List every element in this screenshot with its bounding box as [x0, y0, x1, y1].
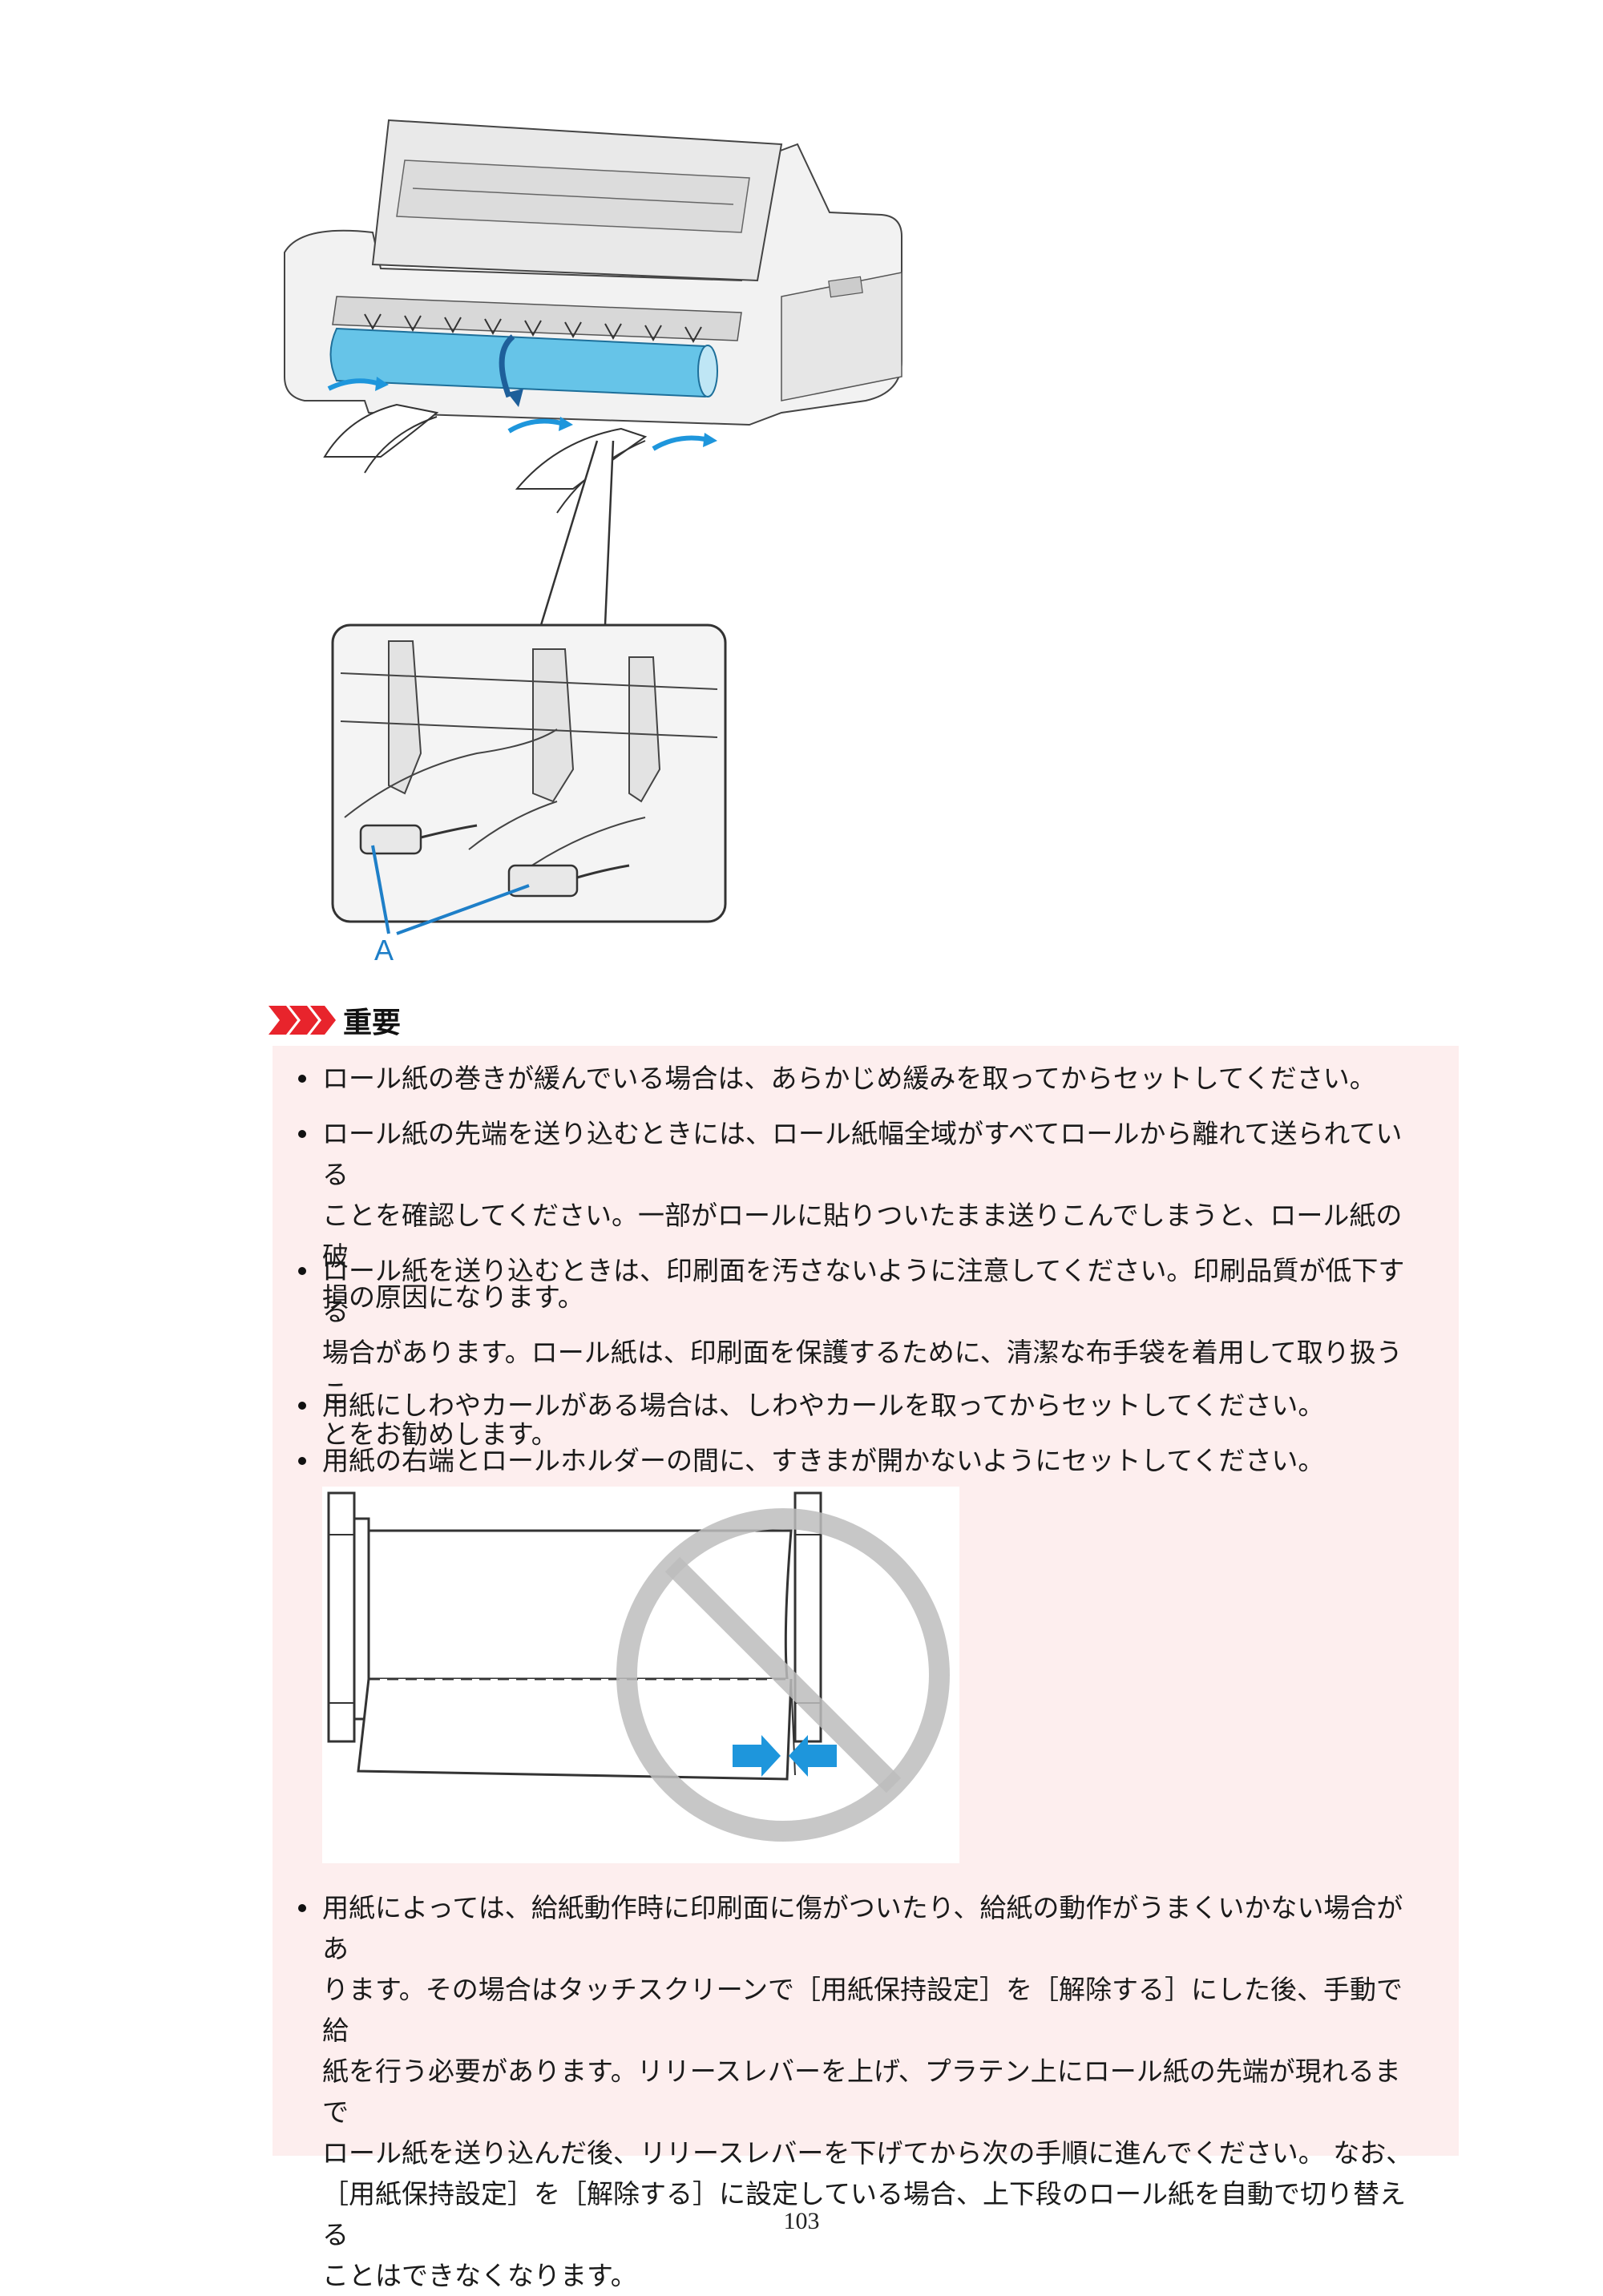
callout-label-a: A	[374, 934, 394, 966]
printer-roll-loading-illustration: A	[284, 119, 902, 966]
list-item: ロール紙の巻きが緩んでいる場合は、あらかじめ緩みを取ってからセットしてください。	[297, 1058, 1419, 1099]
important-title: 重要	[343, 1007, 402, 1039]
important-notes-box: ロール紙の巻きが緩んでいる場合は、あらかじめ緩みを取ってからセットしてください。…	[273, 1046, 1459, 2291]
page-number: 103	[783, 2208, 820, 2234]
roll-gap-prohibited-illustration	[322, 1487, 959, 1863]
list-item: 用紙によっては、給紙動作時に印刷面に傷がついたり、給紙の動作がうまくいかない場合…	[297, 1887, 1419, 2296]
list-item: 用紙にしわやカールがある場合は、しわやカールを取ってからセットしてください。	[297, 1385, 1419, 1426]
list-item: 用紙の右端とロールホルダーの間に、すきまが開かないようにセットしてください。	[297, 1440, 1419, 1481]
list-item: ロール紙の先端を送り込むときには、ロール紙幅全域がすべてロールから離れて送られて…	[297, 1113, 1419, 1317]
important-header: 重要	[269, 1000, 401, 1040]
important-chevron-icon	[269, 1006, 336, 1035]
list-item: ロール紙を送り込むときは、印刷面を汚さないように注意してください。印刷品質が低下…	[297, 1250, 1419, 1455]
